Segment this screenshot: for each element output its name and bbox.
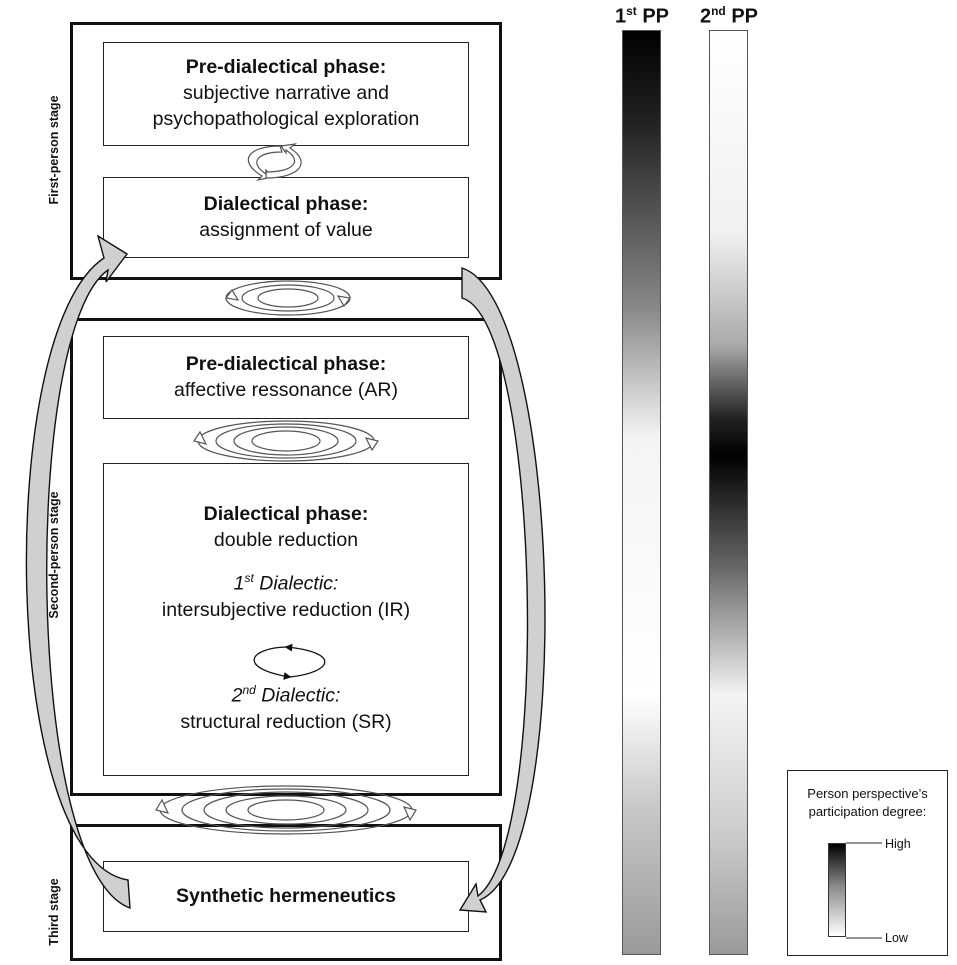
- second-dialectic-text: structural reduction (SR): [180, 710, 392, 733]
- first-pre-line1: subjective narrative and: [183, 82, 389, 105]
- first-dialectic-heading: 1st Dialectic:: [233, 571, 339, 595]
- second-pre-dialectical-box: Pre-dialectical phase: affective ressona…: [103, 336, 469, 419]
- legend-title: Person perspective’s participation degre…: [807, 786, 928, 819]
- first-dialectical-line1: assignment of value: [199, 218, 373, 241]
- cycle-arrows-second-inner: [193, 420, 379, 462]
- third-synthetic-box: Synthetic hermeneutics: [103, 861, 469, 932]
- first-pre-line2: psychopathological exploration: [152, 107, 420, 130]
- feedback-arrow-right: [458, 267, 546, 913]
- first-pre-title: Pre-dialectical phase:: [185, 56, 387, 79]
- second-dialectical-box: Dialectical phase: double reduction 1st …: [103, 463, 469, 776]
- cycle-arrows-second-third: [155, 785, 417, 835]
- second-pp-gradient-bar: [709, 30, 748, 955]
- legend-gradient: [828, 843, 846, 937]
- legend-bracket: [846, 842, 882, 939]
- second-pre-title: Pre-dialectical phase:: [185, 352, 387, 375]
- second-dialectic-heading: 2nd Dialectic:: [231, 683, 341, 707]
- first-pre-dialectical-box: Pre-dialectical phase: subjective narrat…: [103, 42, 469, 146]
- cycle-arrows-dialectics: [253, 643, 326, 680]
- participation-legend: Person perspective’s participation degre…: [787, 770, 948, 956]
- synthetic-hermeneutics-title: Synthetic hermeneutics: [176, 884, 396, 907]
- first-pp-header: 1st PP: [614, 4, 670, 28]
- cycle-arrows-first-inner: [247, 143, 302, 182]
- arrow-overlay: [25, 143, 546, 913]
- first-dialectical-box: Dialectical phase: assignment of value: [103, 177, 469, 258]
- second-dialectical-title: Dialectical phase:: [203, 503, 369, 525]
- feedback-arrow-left: [25, 234, 131, 910]
- second-pp-header: 2nd PP: [699, 4, 759, 28]
- first-dialectic-text: intersubjective reduction (IR): [161, 598, 411, 621]
- first-dialectical-title: Dialectical phase:: [203, 192, 369, 215]
- legend-high-label: High: [885, 837, 911, 851]
- second-pre-line1: affective ressonance (AR): [174, 378, 398, 401]
- second-dialectical-line1: double reduction: [213, 528, 359, 551]
- cycle-arrows-first-second: [224, 280, 352, 316]
- legend-low-label: Low: [885, 931, 908, 945]
- first-pp-gradient-bar: [622, 30, 661, 955]
